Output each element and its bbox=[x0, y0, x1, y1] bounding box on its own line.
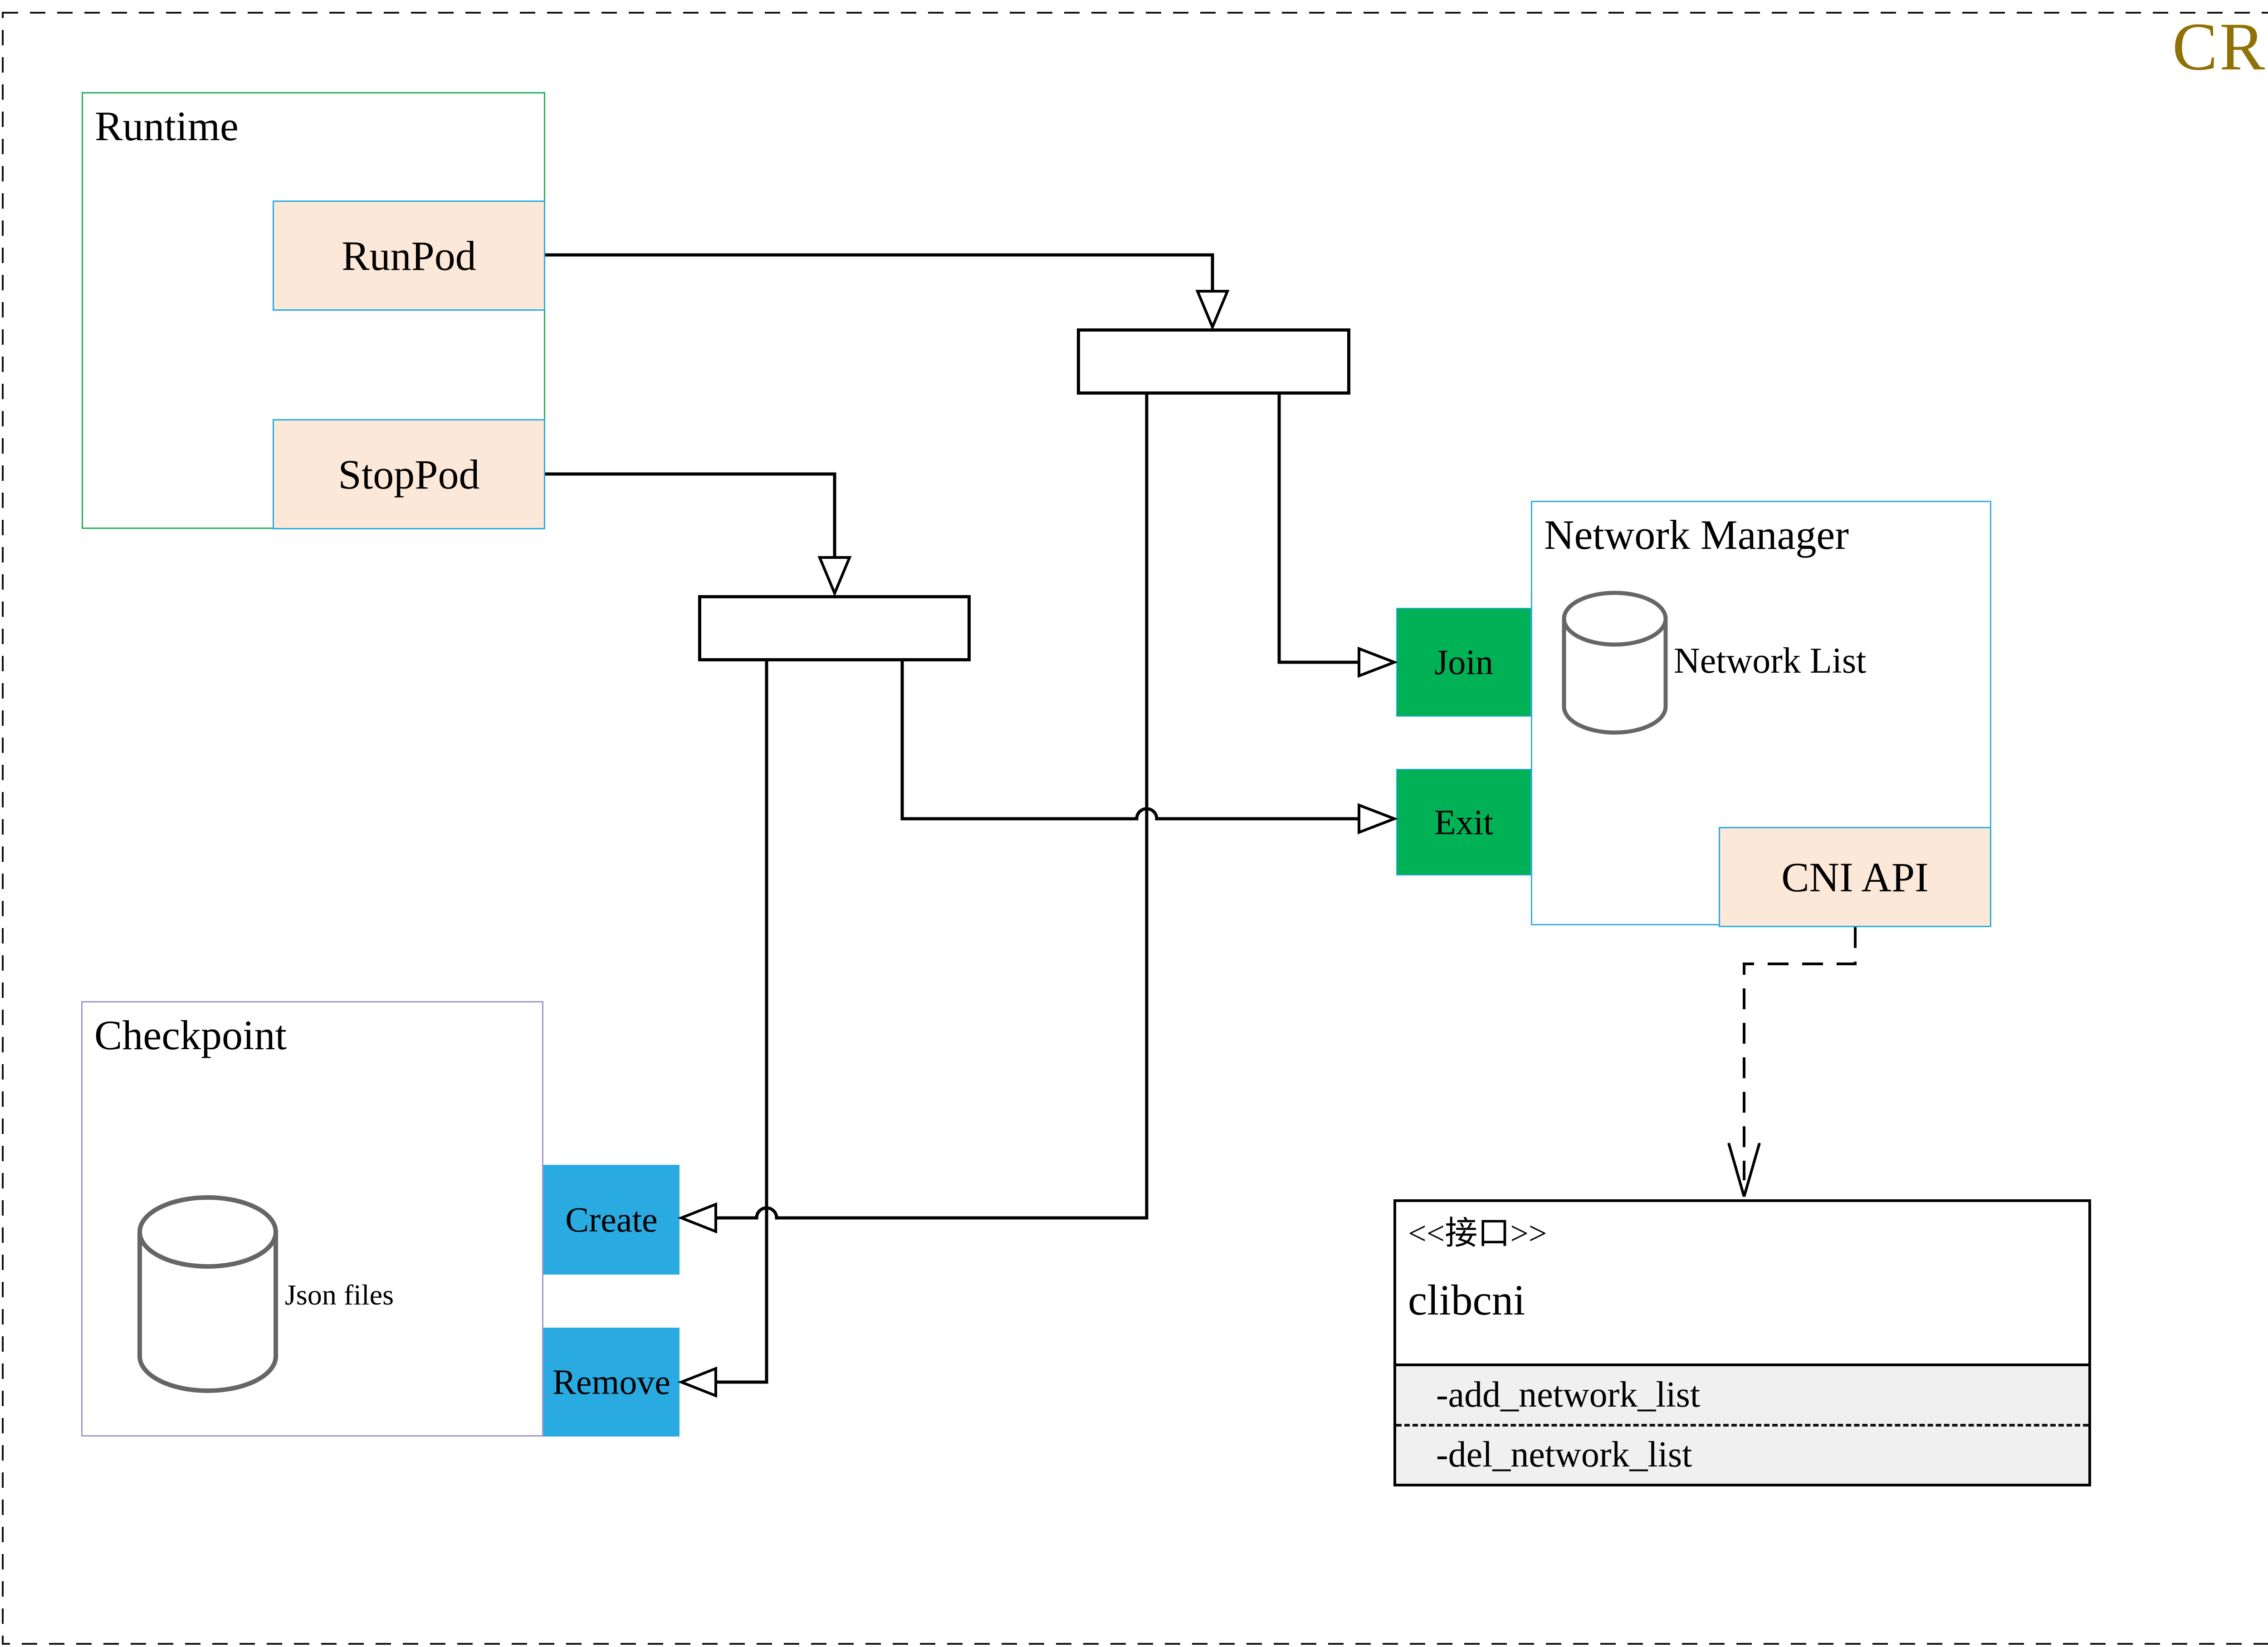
arrowhead-right-join bbox=[1358, 646, 1398, 678]
exit-port: Exit bbox=[1396, 769, 1531, 875]
join-label: Join bbox=[1434, 642, 1494, 682]
checkpoint-container: Checkpoint bbox=[81, 1001, 543, 1437]
join-port: Join bbox=[1396, 608, 1531, 717]
runpod-label: RunPod bbox=[342, 232, 476, 279]
cri-title: CRI bbox=[2172, 9, 2268, 84]
arrowhead-left-remove bbox=[677, 1366, 717, 1398]
exit-label: Exit bbox=[1434, 802, 1493, 842]
arrowheads bbox=[677, 290, 1398, 1398]
network-list-label: Network List bbox=[1674, 641, 1867, 681]
arrowhead-right-exit bbox=[1358, 803, 1398, 835]
arrowhead-down-junction2 bbox=[817, 556, 852, 597]
connector-stoppod-to-junction2 bbox=[545, 472, 836, 557]
interface-stereotype: <<接口>> bbox=[1408, 1215, 1547, 1251]
remove-port: Remove bbox=[543, 1328, 679, 1437]
connector-runpod-to-junction1 bbox=[545, 253, 1214, 291]
clibcni-header: <<接口>> clibcni bbox=[1396, 1202, 2088, 1364]
clibcni-interface-box: <<接口>> clibcni -add_network_list -del_ne… bbox=[1393, 1199, 2091, 1486]
method-del-network-list: -del_network_list bbox=[1436, 1435, 1692, 1475]
connector-junction2-to-remove bbox=[716, 661, 768, 1384]
dependency-cniapi-to-clibcni bbox=[1743, 927, 1857, 1180]
json-files-label: Json files bbox=[285, 1279, 394, 1311]
network-manager-title: Network Manager bbox=[1544, 512, 1849, 558]
arrowhead-down-junction1 bbox=[1195, 290, 1230, 331]
junction-box-stoppod bbox=[698, 595, 971, 661]
clibcni-methods-section: -add_network_list -del_network_list bbox=[1396, 1364, 2088, 1484]
connector-junction2-to-exit bbox=[900, 661, 1359, 821]
checkpoint-title: Checkpoint bbox=[94, 1012, 287, 1058]
cni-api-node: CNI API bbox=[1719, 827, 1991, 927]
runpod-node: RunPod bbox=[273, 200, 545, 311]
connector-junction1-to-join bbox=[1277, 395, 1359, 664]
interface-name: clibcni bbox=[1408, 1276, 1525, 1324]
method-add-network-list: -add_network_list bbox=[1396, 1366, 2088, 1427]
arrowhead-open-clibcni bbox=[1727, 1143, 1761, 1197]
arrowhead-left-create bbox=[677, 1202, 717, 1234]
create-port: Create bbox=[543, 1165, 679, 1275]
remove-label: Remove bbox=[552, 1362, 670, 1402]
cni-api-label: CNI API bbox=[1781, 854, 1929, 900]
connector-junction1-to-create bbox=[716, 395, 1149, 1220]
create-label: Create bbox=[565, 1200, 658, 1239]
stoppod-node: StopPod bbox=[273, 419, 545, 529]
runtime-title: Runtime bbox=[95, 103, 239, 149]
junction-box-runpod bbox=[1077, 328, 1350, 395]
stoppod-label: StopPod bbox=[338, 451, 480, 498]
